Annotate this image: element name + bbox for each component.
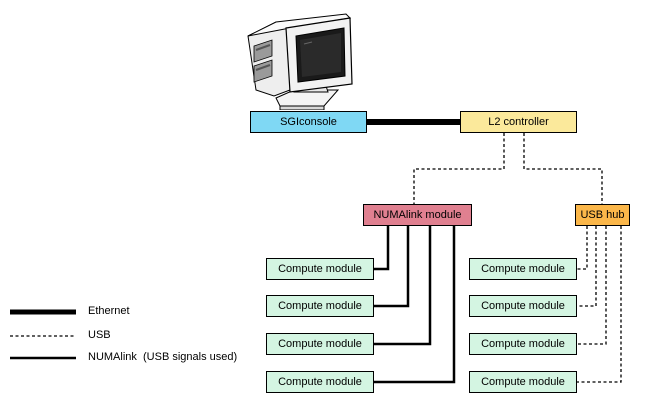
numalink-module-box: NUMAlink module: [363, 204, 472, 226]
sgiconsole-box: SGIconsole: [250, 111, 367, 133]
compute-module-left-2: Compute module: [266, 295, 374, 317]
compute-module-right-3: Compute module: [469, 333, 577, 355]
compute-module-right-4: Compute module: [469, 371, 577, 393]
legend-numalink-label: NUMAlink (USB signals used): [88, 351, 238, 363]
legend-ethernet-label: Ethernet: [88, 305, 130, 317]
usb-links: [413, 133, 622, 383]
numalink-links: [374, 226, 456, 384]
compute-module-right-1: Compute module: [469, 258, 577, 280]
monitor-icon: [247, 13, 353, 110]
legend-usb-label: USB: [88, 329, 111, 341]
compute-module-left-3: Compute module: [266, 333, 374, 355]
compute-module-right-2: Compute module: [469, 295, 577, 317]
compute-module-left-4: Compute module: [266, 371, 374, 393]
l2-controller-box: L2 controller: [460, 111, 577, 133]
usb-hub-box: USB hub: [575, 204, 630, 226]
compute-module-left-1: Compute module: [266, 258, 374, 280]
